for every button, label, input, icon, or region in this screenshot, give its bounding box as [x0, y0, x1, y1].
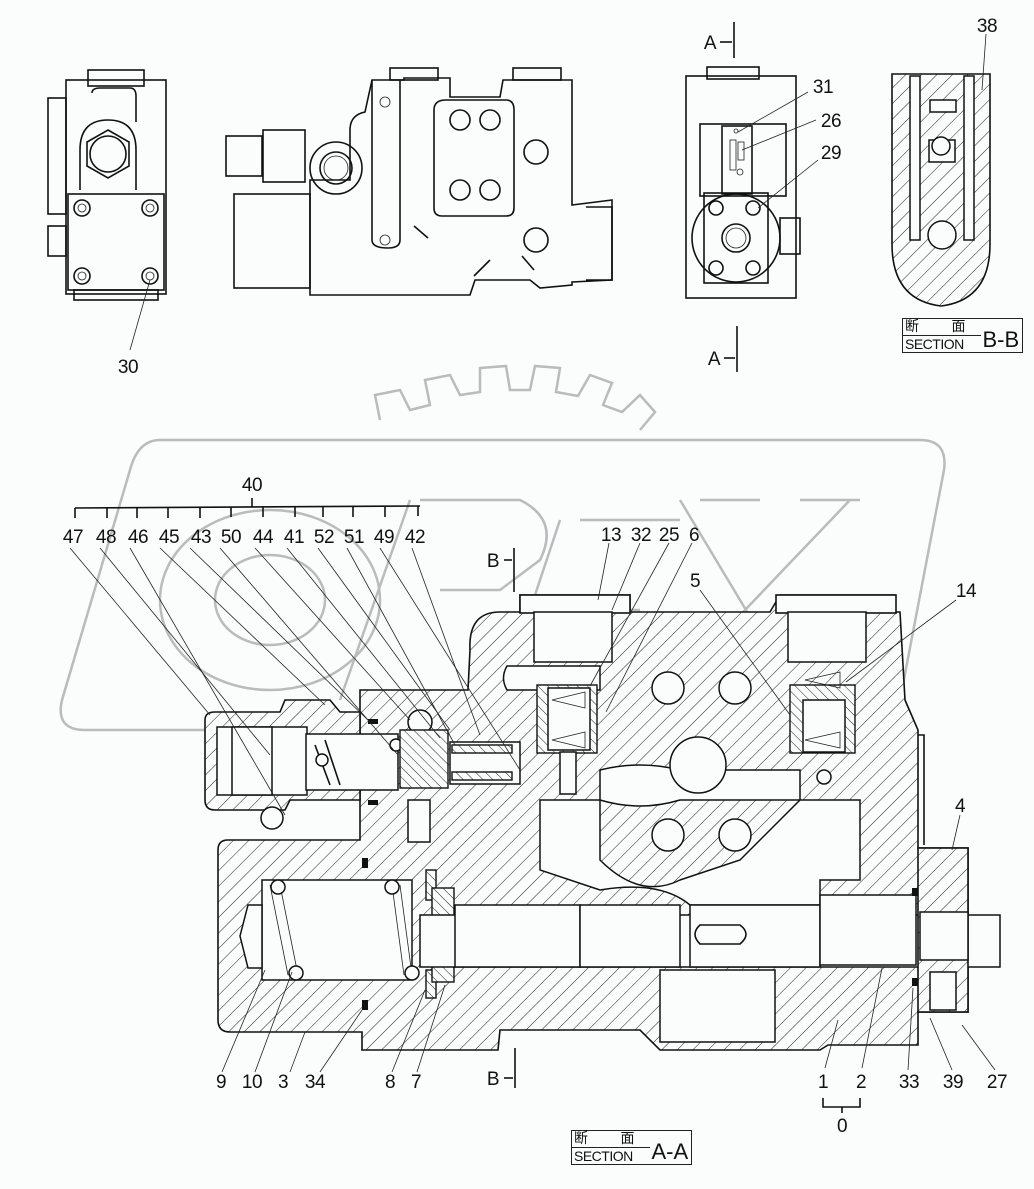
leader-9	[221, 969, 266, 1073]
callout-1: 1	[817, 1072, 829, 1093]
leader-5	[699, 589, 791, 716]
leader-6	[605, 542, 693, 713]
leader-27	[961, 1024, 996, 1071]
front-view	[225, 67, 613, 296]
leader-33	[907, 987, 914, 1071]
callout-51: 51	[343, 527, 365, 548]
leader-1	[824, 1019, 839, 1069]
callout-52: 52	[313, 527, 335, 548]
section-aa-view	[69, 498, 1001, 1113]
leader-10	[254, 971, 293, 1073]
callout-32: 32	[630, 525, 652, 546]
leader-34	[319, 1009, 363, 1073]
callout-38: 38	[976, 16, 998, 37]
leader-25	[589, 542, 670, 687]
section-marker-a-top: A	[703, 33, 717, 54]
callout-30: 30	[117, 357, 139, 378]
end-view-left	[47, 69, 167, 351]
section-title-jp: 断 面	[572, 1131, 651, 1148]
callout-29: 29	[820, 143, 842, 164]
callout-33: 33	[898, 1072, 920, 1093]
section-title-bb: 断 面 SECTION B-B	[902, 318, 1024, 353]
leader-7	[416, 984, 446, 1073]
callout-46: 46	[127, 527, 149, 548]
leader-38	[981, 33, 987, 91]
leader-13	[597, 542, 610, 601]
section-title-aa: 断 面 SECTION A-A	[571, 1130, 693, 1165]
callout-43: 43	[190, 527, 212, 548]
callout-50: 50	[220, 527, 242, 548]
callout-3: 3	[277, 1072, 289, 1093]
section-marker-b-bottom: B	[486, 1069, 500, 1090]
callout-13: 13	[600, 525, 622, 546]
group-bracket-0	[822, 1098, 861, 1113]
leader-14	[845, 599, 957, 683]
callout-6: 6	[688, 525, 700, 546]
section-title-jp: 断 面	[903, 319, 982, 336]
hex-nut	[86, 129, 130, 179]
callout-7: 7	[410, 1072, 422, 1093]
leader-3	[289, 1031, 306, 1073]
callout-34: 34	[304, 1072, 326, 1093]
leader-31	[737, 91, 809, 133]
section-title-en: SECTION	[905, 336, 964, 352]
callout-27: 27	[986, 1072, 1008, 1093]
leader-8	[391, 989, 426, 1073]
watermark-gear	[373, 364, 657, 431]
callout-8: 8	[384, 1072, 396, 1093]
leader-26	[741, 119, 817, 151]
callout-45: 45	[158, 527, 180, 548]
section-title-id: A-A	[651, 1139, 689, 1164]
callout-0: 0	[836, 1116, 848, 1137]
section-title-en: SECTION	[574, 1148, 633, 1164]
callout-9: 9	[215, 1072, 227, 1093]
section-bb-view	[891, 33, 991, 307]
side-view	[685, 22, 819, 372]
callout-40: 40	[241, 475, 263, 496]
callout-31: 31	[812, 77, 834, 98]
callout-47: 47	[62, 527, 84, 548]
leader-30	[129, 279, 151, 351]
section-marker-b-top: B	[486, 551, 500, 572]
callout-48: 48	[95, 527, 117, 548]
leader-2	[861, 967, 883, 1069]
callout-49: 49	[373, 527, 395, 548]
callout-14: 14	[955, 581, 977, 602]
callout-10: 10	[241, 1072, 263, 1093]
callout-39: 39	[942, 1072, 964, 1093]
leader-4	[951, 814, 961, 851]
callout-41: 41	[283, 527, 305, 548]
watermark-letter-o-inner	[213, 553, 327, 647]
watermark-letter-p	[338, 498, 548, 701]
leaders-group-40	[69, 547, 521, 816]
callout-26: 26	[820, 111, 842, 132]
section-marker-a-bottom: A	[707, 349, 721, 370]
callout-25: 25	[658, 525, 680, 546]
callout-44: 44	[252, 527, 274, 548]
watermark-letter-x	[639, 498, 860, 721]
leader-29	[757, 159, 819, 209]
callout-4: 4	[954, 796, 966, 817]
leader-32	[611, 542, 641, 611]
leader-39	[929, 1017, 953, 1071]
section-title-id: B-B	[982, 327, 1020, 352]
callout-2: 2	[855, 1072, 867, 1093]
group-bracket-40	[74, 498, 421, 518]
callout-5: 5	[689, 571, 701, 592]
callout-42: 42	[404, 527, 426, 548]
